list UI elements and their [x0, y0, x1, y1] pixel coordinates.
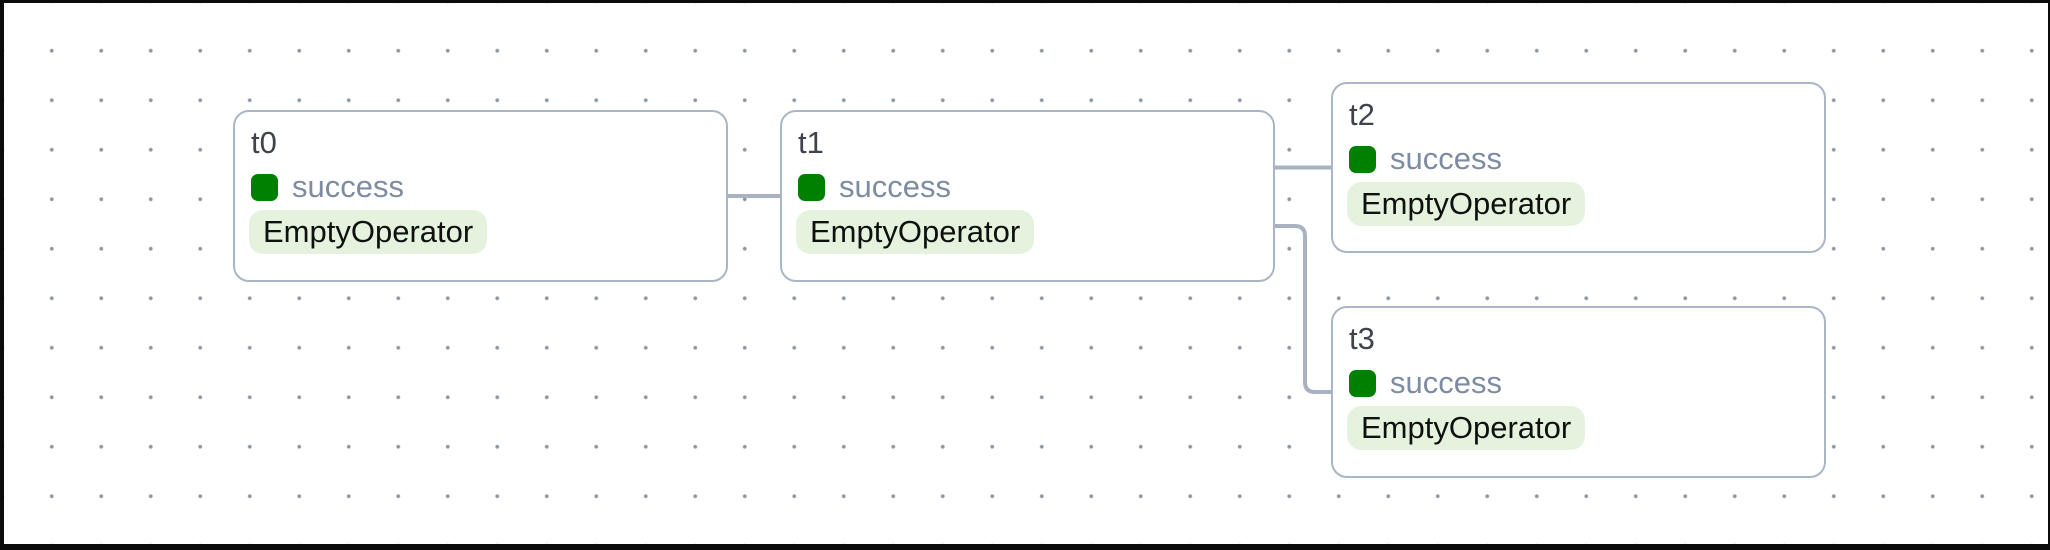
- task-node-t2[interactable]: t2 success EmptyOperator: [1331, 82, 1826, 253]
- task-node-t1[interactable]: t1 success EmptyOperator: [780, 110, 1275, 282]
- operator-badge: EmptyOperator: [1347, 406, 1586, 450]
- task-state-row: success: [1349, 365, 1808, 400]
- task-state-label: success: [839, 169, 951, 204]
- task-name: t2: [1349, 97, 1375, 132]
- success-state-square-icon: [251, 173, 278, 201]
- task-state-label: success: [1390, 141, 1502, 176]
- task-node-t0[interactable]: t0 success EmptyOperator: [233, 110, 728, 282]
- operator-badge: EmptyOperator: [1347, 182, 1586, 226]
- task-name: t0: [251, 125, 277, 160]
- task-state-label: success: [292, 169, 404, 204]
- task-name: t3: [1349, 321, 1375, 356]
- task-state-label: success: [1390, 365, 1502, 400]
- success-state-square-icon: [798, 173, 825, 201]
- operator-badge: EmptyOperator: [249, 210, 488, 254]
- success-state-square-icon: [1349, 145, 1376, 173]
- task-name: t1: [798, 125, 824, 160]
- task-state-row: success: [798, 169, 1257, 204]
- task-state-row: success: [1349, 141, 1808, 176]
- task-state-row: success: [251, 169, 710, 204]
- operator-badge: EmptyOperator: [796, 210, 1035, 254]
- dag-edge-t1-t3: [1275, 224, 1331, 394]
- success-state-square-icon: [1349, 369, 1376, 397]
- dag-canvas[interactable]: t0 success EmptyOperator t1 success Empt…: [4, 3, 2048, 544]
- task-node-t3[interactable]: t3 success EmptyOperator: [1331, 306, 1826, 478]
